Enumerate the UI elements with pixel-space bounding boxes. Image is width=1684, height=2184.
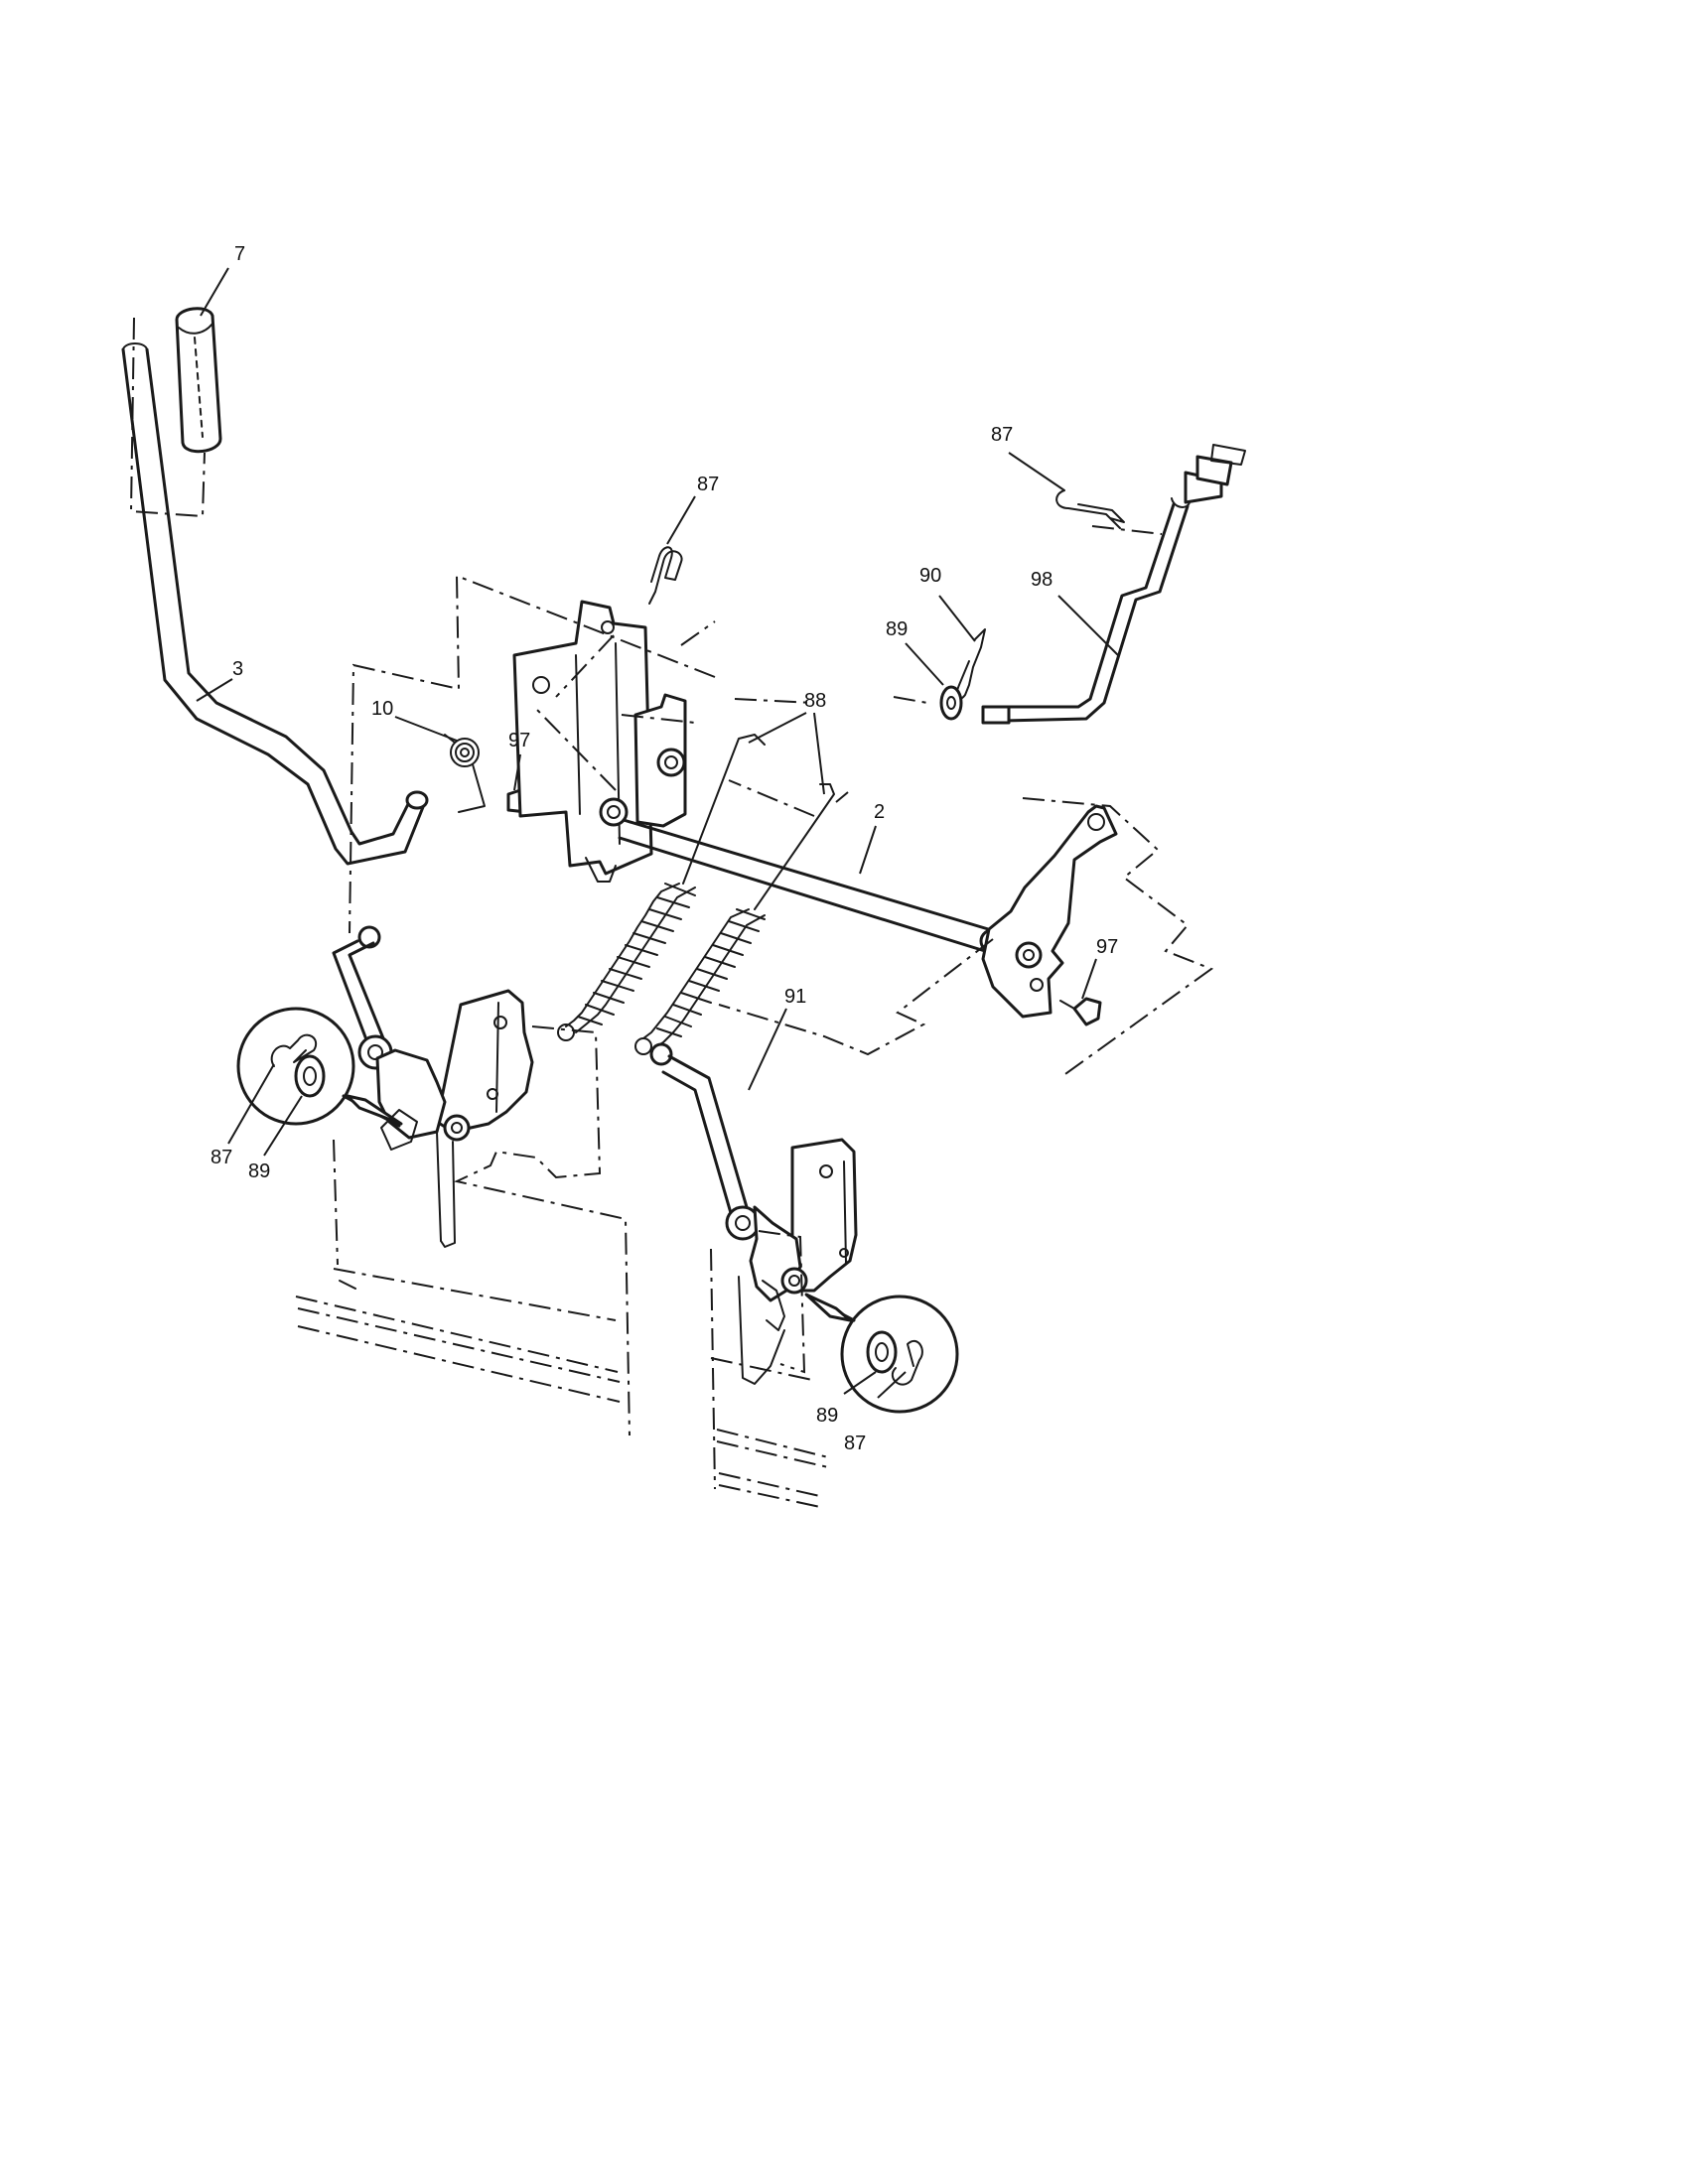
pivot-bracket-part — [599, 693, 687, 828]
callout-leaders — [196, 267, 1119, 1399]
callout-97-left: 97 — [508, 730, 530, 751]
right-deck-bracket-part — [738, 1138, 858, 1385]
callout-3: 3 — [232, 658, 243, 680]
left-deck-outline — [295, 1025, 631, 1436]
left-detail-circle — [236, 1007, 403, 1128]
callout-7: 7 — [234, 243, 245, 265]
callout-89-left-circle: 89 — [248, 1160, 270, 1182]
lift-shaft-part — [618, 818, 1011, 955]
extension-spring-right-part — [634, 783, 835, 1055]
callout-97-right: 97 — [1096, 936, 1118, 958]
right-deck-outline — [710, 1230, 829, 1508]
callout-87-top-center: 87 — [697, 474, 719, 495]
right-detail-circle — [804, 1293, 959, 1414]
callout-2: 2 — [874, 801, 885, 823]
callout-88: 88 — [804, 690, 826, 712]
callout-98: 98 — [1031, 569, 1052, 591]
callout-90: 90 — [919, 565, 941, 587]
callout-89-top: 89 — [886, 618, 908, 640]
callout-87-top-right: 87 — [991, 424, 1013, 446]
callout-labels: 7 87 87 3 10 97 88 90 98 89 2 97 91 87 8… — [210, 243, 1118, 1454]
hairpin-clip-top-center-part — [648, 546, 683, 605]
lift-handle-rod-part — [121, 342, 429, 866]
right-bracket-part — [981, 804, 1118, 1019]
assembly-phantom-lines — [349, 525, 1214, 1077]
extension-spring-left-part — [557, 734, 766, 1041]
callout-89-right-circle: 89 — [816, 1405, 838, 1427]
torsion-spring-part — [444, 734, 486, 813]
adjustment-rod-part — [981, 444, 1246, 725]
hairpin-clip-90-part — [955, 628, 986, 701]
callout-87-left-circle: 87 — [210, 1147, 232, 1168]
left-deck-bracket-part — [375, 989, 534, 1248]
callout-87-right-circle: 87 — [844, 1433, 866, 1454]
left-link-rod-part — [332, 925, 393, 1070]
washer-89-top-part — [939, 685, 963, 721]
handle-grip-part — [129, 307, 222, 518]
bolt-right-part — [1059, 997, 1102, 1026]
callout-10: 10 — [371, 698, 393, 720]
hairpin-clip-top-right-part — [1055, 489, 1125, 529]
callout-91: 91 — [784, 986, 806, 1008]
right-link-rod-part — [649, 1042, 761, 1241]
